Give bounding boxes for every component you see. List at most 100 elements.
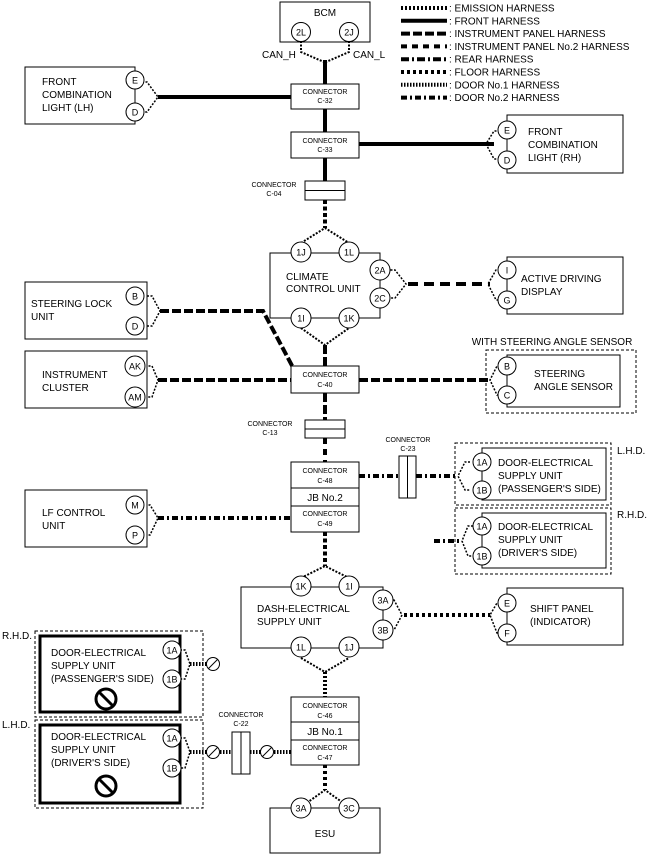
connector-word: CONNECTOR: [303, 703, 348, 710]
pin-label: G: [503, 296, 510, 306]
connector-word: CONNECTOR: [303, 745, 348, 752]
connector-id: C-49: [317, 521, 332, 528]
legend-label: : DOOR No.1 HARNESS: [449, 80, 560, 91]
wire-can-l: [325, 41, 350, 63]
pin-label: 3A: [377, 596, 388, 606]
unit-label: CONTROL UNIT: [286, 284, 361, 295]
pin-label: E: [504, 126, 510, 136]
option-header: WITH STEERING ANGLE SENSOR: [472, 337, 633, 348]
door-electrical-passenger-lhd: L.H.D. DOOR-ELECTRICAL SUPPLY UNIT (PASS…: [454, 442, 645, 506]
pin-circle: [290, 575, 312, 597]
steering-angle-sensor: WITH STEERING ANGLE SENSOR STEERING ANGL…: [472, 337, 637, 414]
unit-label: FRONT: [42, 77, 76, 88]
unit-label: CLIMATE: [286, 272, 329, 283]
wire-climate-bottom-pins: [300, 327, 350, 347]
wires: [135, 41, 507, 808]
pin-circle: [290, 797, 312, 819]
region-tag: R.H.D.: [617, 510, 647, 521]
region-tag: L.H.D.: [2, 720, 30, 731]
jb-label: JB No.2: [307, 493, 343, 504]
disconnected-icon: [206, 657, 220, 671]
front-combination-light-lh: FRONT COMBINATION LIGHT (LH) E D: [24, 66, 145, 125]
connector-word: CONNECTOR: [252, 182, 297, 189]
connector-word: CONNECTOR: [303, 372, 348, 379]
pin-circle: [472, 546, 492, 566]
pin-label: D: [504, 156, 511, 166]
connector-c04: CONNECTOR C-04: [252, 180, 346, 201]
pin-label: 2L: [296, 28, 306, 38]
pin-label: 1I: [345, 582, 353, 592]
pin-label: P: [132, 531, 138, 541]
pin-circle: [497, 260, 517, 280]
pin-circle: [290, 241, 312, 263]
legend-label: : INSTRUMENT PANEL HARNESS: [449, 29, 606, 40]
unit-label: DOOR-ELECTRICAL: [498, 458, 593, 469]
pin-label: 1B: [476, 486, 487, 496]
pin-circle: [338, 241, 360, 263]
connector-word: CONNECTOR: [303, 89, 348, 96]
pin-label: 1K: [343, 314, 354, 324]
pin-circle: [338, 797, 360, 819]
pin-label: 1B: [166, 764, 177, 774]
unit-label: (INDICATOR): [530, 617, 591, 628]
wire-door-drv-rhd-pins: [461, 525, 473, 557]
pin-label: 2J: [344, 28, 354, 38]
pin-circle: [369, 259, 391, 281]
unit-label: DOOR-ELECTRICAL: [498, 522, 593, 533]
pin-circle: [497, 120, 517, 140]
active-driving-display: ACTIVE DRIVING DISPLAY I G: [497, 256, 624, 315]
shift-panel-indicator: SHIFT PANEL (INDICATOR) E F: [497, 587, 624, 646]
pin-label: AK: [129, 362, 141, 372]
door-electrical-driver-lhd: L.H.D. DOOR-ELECTRICAL SUPPLY UNIT (DRIV…: [2, 719, 274, 809]
can-h-label: CAN_H: [262, 50, 296, 61]
pin-label: 1B: [166, 675, 177, 685]
pin-circle: [290, 636, 312, 658]
unit-label: UNIT: [31, 312, 54, 323]
pin-label: 3A: [295, 804, 306, 814]
esu-unit: ESU 3A 3C: [269, 797, 381, 854]
bcm-label: BCM: [314, 8, 336, 19]
unit-label: LF CONTROL: [42, 508, 106, 519]
unit-label: DOOR-ELECTRICAL: [51, 648, 146, 659]
pin-circle: [125, 316, 145, 336]
pin-label: 1A: [166, 646, 177, 656]
connector-word: CONNECTOR: [386, 437, 431, 444]
pin-label: I: [506, 266, 509, 276]
unit-label: UNIT: [42, 521, 65, 532]
pin-label: F: [504, 629, 510, 639]
pin-circle: [497, 593, 517, 613]
steering-lock-unit: STEERING LOCK UNIT B D: [24, 281, 148, 340]
pin-label: 1B: [476, 552, 487, 562]
pin-label: D: [132, 108, 139, 118]
pin-label: 2C: [374, 294, 386, 304]
front-combination-light-rh: FRONT COMBINATION LIGHT (RH) E D: [497, 114, 624, 174]
pin-circle: [125, 70, 145, 90]
connector-c23: CONNECTOR C-23: [386, 437, 431, 499]
unit-label: (DRIVER'S SIDE): [498, 548, 577, 559]
pin-label: C: [504, 391, 511, 401]
pin-circle: [125, 495, 145, 515]
pin-circle: [125, 525, 145, 545]
pin-circle: [125, 286, 145, 306]
legend-label: : DOOR No.2 HARNESS: [449, 93, 560, 104]
unit-label: COMBINATION: [42, 90, 112, 101]
region-tag: L.H.D.: [617, 446, 645, 457]
pin-label: B: [132, 292, 138, 302]
connector-c33: CONNECTOR C-33: [290, 131, 360, 159]
pin-label: E: [504, 599, 510, 609]
can-l-label: CAN_L: [353, 50, 386, 61]
unit-label: SUPPLY UNIT: [51, 745, 116, 756]
pin-circle: [472, 480, 492, 500]
pin-circle: [497, 290, 517, 310]
pin-label: 1A: [476, 522, 487, 532]
unit-label: ANGLE SENSOR: [534, 382, 613, 393]
not-applicable-icon: [94, 687, 118, 711]
pin-circle: [124, 386, 146, 408]
unit-label: ACTIVE DRIVING: [521, 274, 602, 285]
wire-dash-bottom-pins: [300, 657, 350, 674]
junction-block-2: CONNECTOR C-48 JB No.2 CONNECTOR C-49: [290, 461, 360, 533]
door-electrical-passenger-rhd: R.H.D. DOOR-ELECTRICAL SUPPLY UNIT (PASS…: [2, 630, 220, 718]
unit-label: LIGHT (LH): [42, 103, 94, 114]
unit-label: CLUSTER: [42, 383, 89, 394]
wire-steering-lock-pins: [147, 295, 161, 327]
